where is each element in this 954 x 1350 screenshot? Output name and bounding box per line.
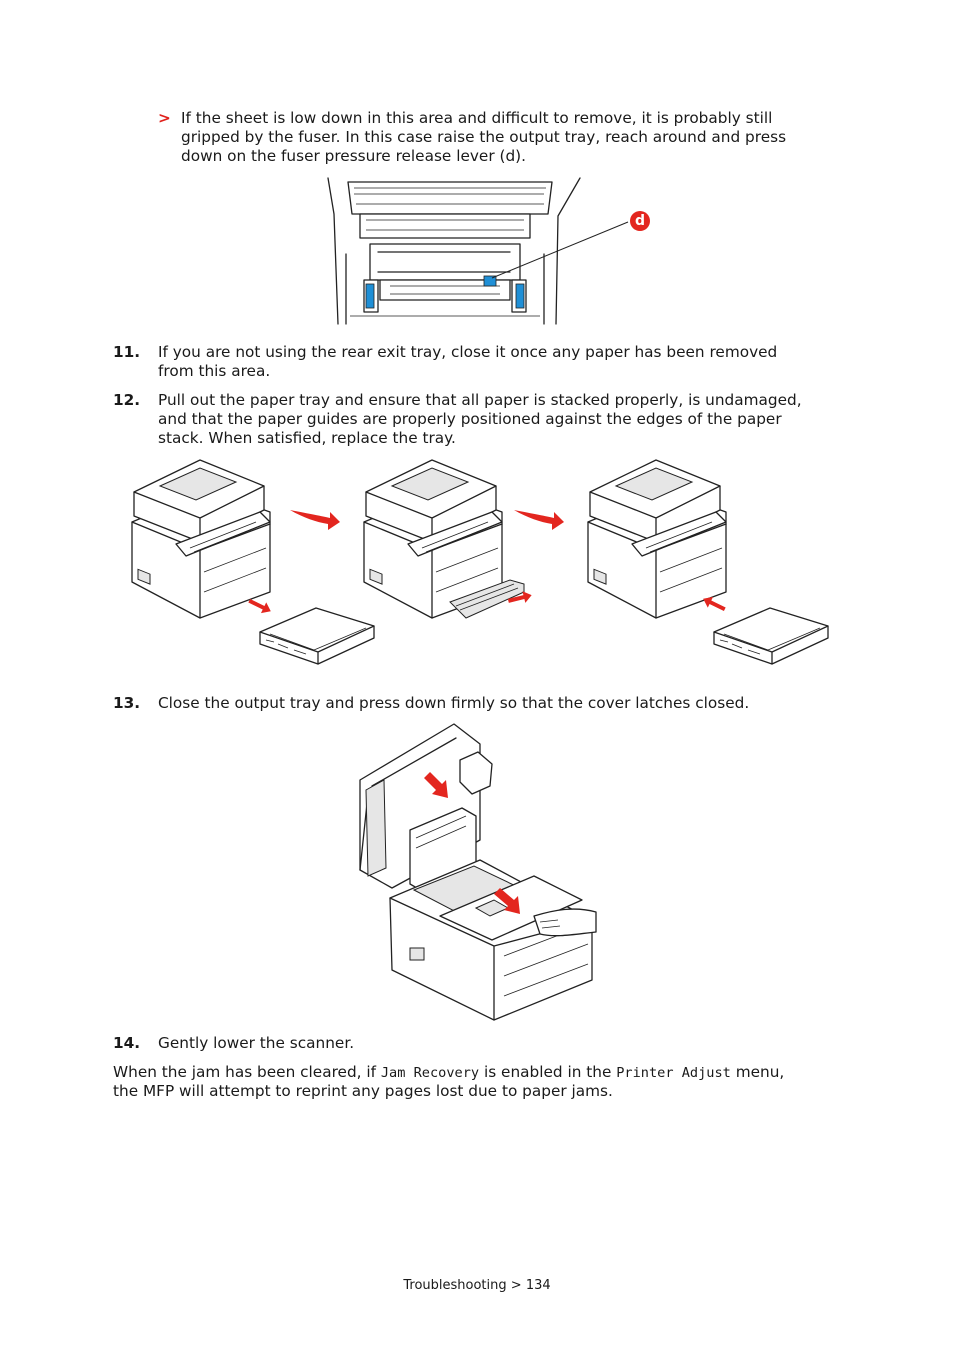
bullet-line-2: gripped by the fuser. In this case raise… — [181, 128, 787, 146]
close-arrow-lower — [494, 888, 520, 914]
step-14-number: 14. — [113, 1034, 141, 1052]
step-12-line-3: stack. When satisfied, replace the tray. — [158, 429, 456, 447]
step-14-line-1: Gently lower the scanner. — [158, 1034, 355, 1052]
footer-section: Troubleshooting — [403, 1278, 507, 1293]
paper-tray-sequence-illustration — [131, 459, 829, 665]
mfp-stage-1 — [131, 459, 271, 619]
step-11-number: 11. — [113, 343, 141, 361]
closing-text-1: When the jam has been cleared, if — [113, 1063, 381, 1081]
sequence-arrow-2 — [514, 510, 564, 530]
page-number: 134 — [525, 1278, 551, 1293]
mfp-stage-3 — [587, 459, 727, 619]
blue-lever-left — [365, 283, 375, 309]
closing-text-2: is enabled in the — [479, 1063, 617, 1081]
page-footer: Troubleshooting > 134 — [0, 1276, 954, 1295]
step-13-line-1: Close the output tray and press down fir… — [158, 694, 750, 712]
step-11-line-1: If you are not using the rear exit tray,… — [158, 343, 778, 361]
jam-recovery-setting: Jam Recovery — [380, 1065, 480, 1081]
close-output-tray-illustration — [359, 723, 597, 1021]
bullet-line-1: If the sheet is low down in this area an… — [181, 109, 773, 127]
close-arrow-upper — [424, 772, 448, 798]
bullet-marker: > — [158, 109, 171, 127]
callout-d-text: d — [634, 213, 646, 229]
bullet-line-3: down on the fuser pressure release lever… — [181, 147, 526, 165]
footer-separator: > — [510, 1278, 522, 1293]
step-12-line-2: and that the paper guides are properly p… — [158, 410, 782, 428]
printer-adjust-menu: Printer Adjust — [616, 1065, 731, 1081]
sequence-arrow-1 — [290, 510, 340, 530]
step-12-number: 12. — [113, 391, 141, 409]
closing-line-2: the MFP will attempt to reprint any page… — [113, 1082, 613, 1100]
closing-line-1: When the jam has been cleared, if Jam Re… — [113, 1063, 784, 1083]
blue-lever-right — [515, 283, 525, 309]
tray-replaced — [713, 607, 829, 665]
tray-pulled-out — [259, 607, 375, 665]
closing-text-3: menu, — [730, 1063, 785, 1081]
step-12-line-1: Pull out the paper tray and ensure that … — [158, 391, 802, 409]
callout-d-badge — [630, 211, 650, 231]
fuser-release-lever-illustration — [327, 177, 650, 325]
step-11-line-2: from this area. — [158, 362, 271, 380]
step-13-number: 13. — [113, 694, 141, 712]
paper-stack — [449, 579, 525, 619]
fuser-release-lever — [483, 275, 497, 287]
